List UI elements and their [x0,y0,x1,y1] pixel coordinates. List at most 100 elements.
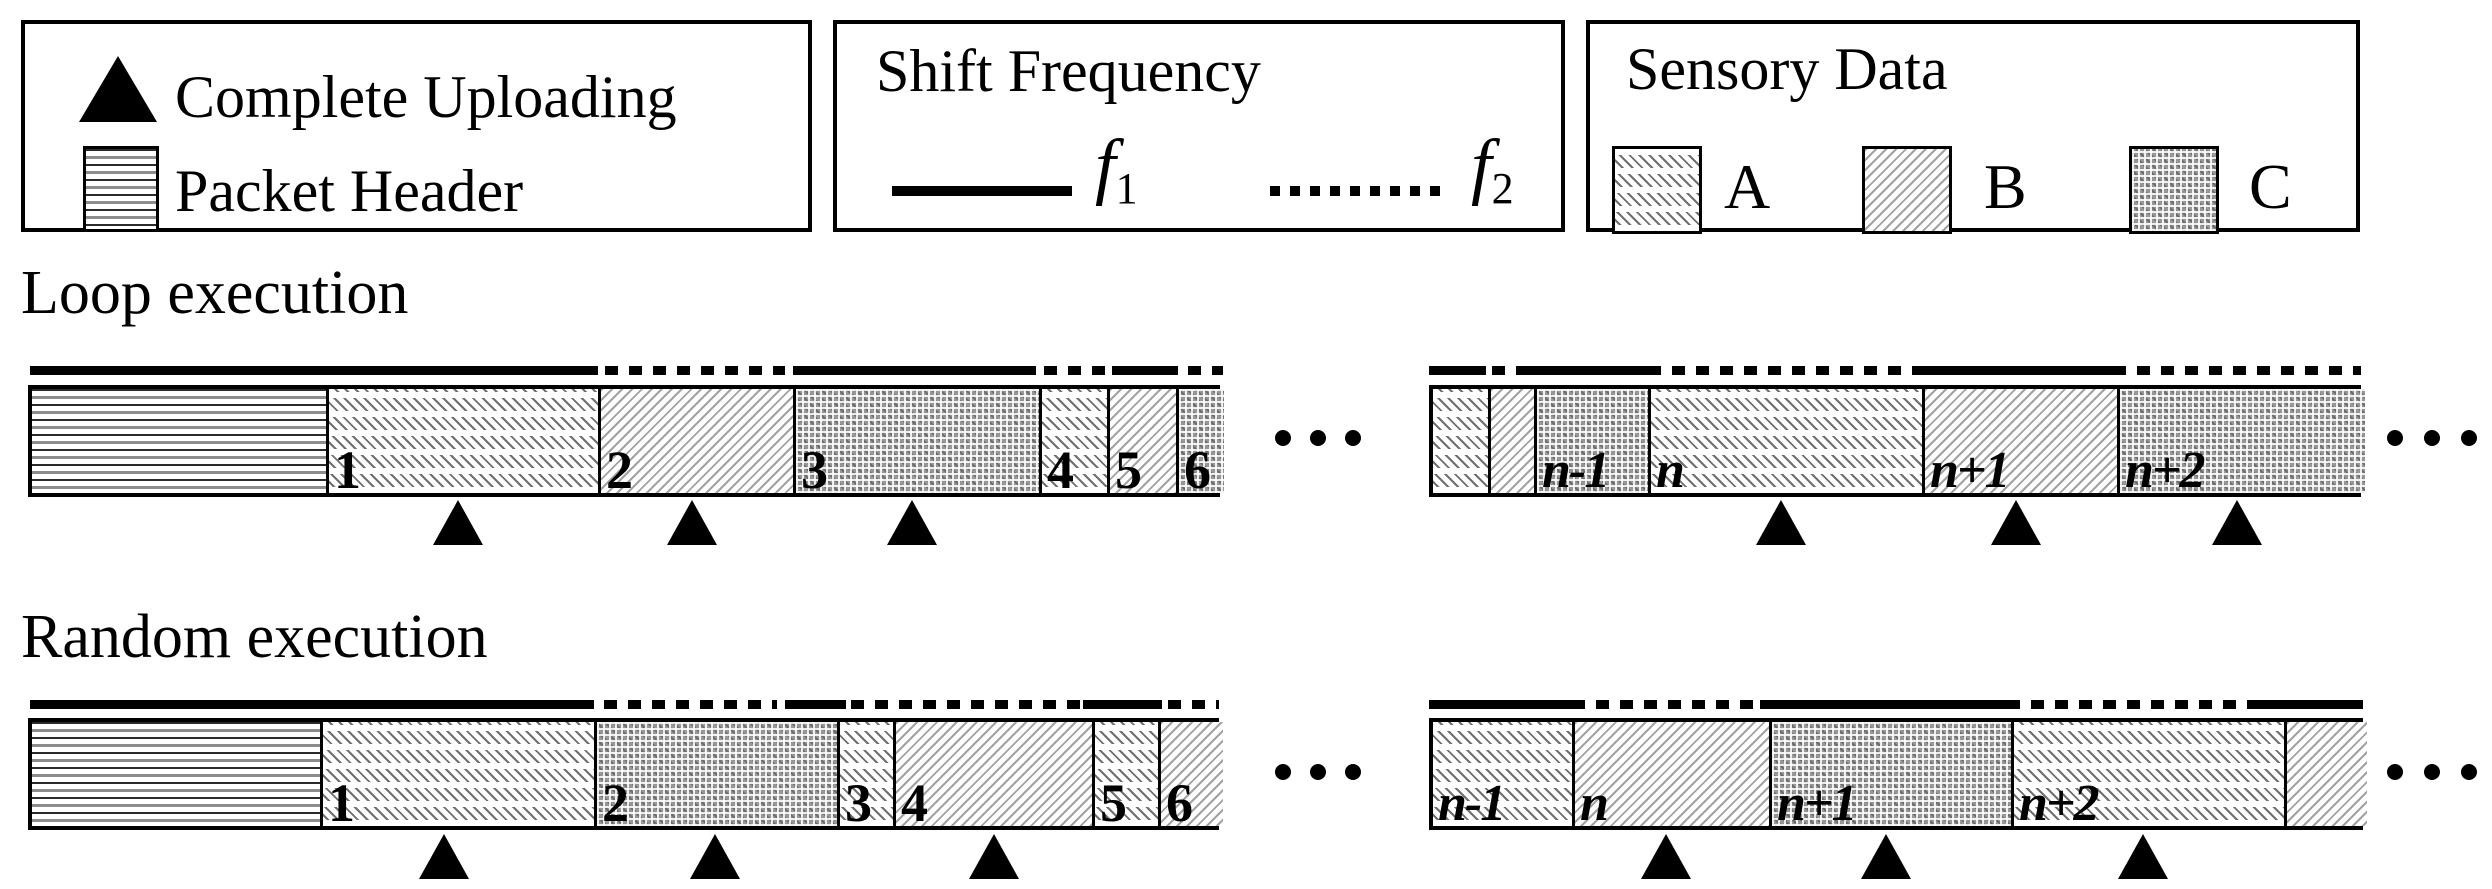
frequency-line-segment-f1 [793,366,1036,375]
frequency-line-segment-f1 [1112,366,1178,375]
f2-subscript: 2 [1491,164,1514,213]
segment-label: 5 [1100,773,1127,833]
frequency-line-segment-f1 [1760,700,2007,709]
ellipsis-dot [1345,764,1361,780]
segment-label: n-1 [1542,442,1610,499]
data-segment-4: 4 [1039,389,1107,497]
data-segment-3: 3 [793,389,1039,497]
f2-dotted-line-icon [1270,186,1446,196]
frequency-line-segment-f2 [2007,700,2258,709]
f1-label: f1 [1095,125,1138,213]
sensory-c-swatch-icon [2129,146,2219,234]
segment-label: 2 [602,773,629,833]
frequency-line-segment-f1 [2258,700,2363,709]
segment-label: 4 [901,773,928,833]
segment-label: n [1580,775,1609,832]
ellipsis-dot [1310,430,1326,446]
packet-header-segment [32,389,326,493]
frequency-line-segment-f1 [1429,700,1572,709]
frequency-line-segment-f2 [605,366,785,375]
legend-box-sensory-data: Sensory Data A B C [1586,20,2360,234]
segment-label: 6 [1184,440,1211,500]
data-segment-1: 1 [320,722,594,830]
segment-label: 1 [328,773,355,833]
complete-upload-triangle-icon [1991,500,2041,545]
data-segment-n: n [1572,722,1769,830]
legend-packet-header-label: Packet Header [175,158,524,224]
ellipsis-dot [2461,764,2477,780]
complete-upload-triangle-icon [887,500,937,545]
data-segment-3: 3 [837,722,893,830]
packet-header-swatch-icon [83,146,159,232]
complete-upload-triangle-icon [1756,500,1806,545]
frequency-line-segment-f2 [1044,366,1108,375]
frequency-line-segment-f2 [1492,366,1528,375]
data-segment-2: 2 [594,722,837,830]
segment-label: n+2 [2125,442,2206,499]
sensory-a-swatch-icon [1612,146,1702,234]
frequency-line-segment-f1 [1528,366,1648,375]
ellipsis-dot [1275,430,1291,446]
f2-label: f2 [1471,125,1514,213]
complete-upload-triangle-icon [79,56,157,122]
frequency-line-segment-f1 [30,700,594,709]
frequency-line-segment-f2 [604,700,777,709]
legend-box-markers: Complete Uploading Packet Header [21,20,812,232]
sensory-c-label: C [2249,151,2292,222]
frequency-line-segment-f1 [1429,366,1486,375]
segment-label: 6 [1166,773,1193,833]
f1-symbol: f [1095,125,1116,207]
ellipsis-dot [1310,764,1326,780]
complete-upload-triangle-icon [2212,500,2262,545]
data-segment-n+1: n+1 [1922,389,2117,497]
frequency-line-segment-f2 [851,700,1083,709]
f1-solid-line-icon [892,186,1072,196]
frequency-line-segment-f1 [1918,366,2113,375]
frequency-line-segment-f2 [1168,700,1219,709]
legend-box-shift-frequency: Shift Frequency f1 f2 [833,20,1565,232]
segment-label: n+1 [1777,775,1858,832]
segment-label: n+1 [1930,442,2011,499]
data-segment-n-1: n-1 [1433,722,1572,830]
frequency-line-segment-f1 [785,700,846,709]
legend-sensory-data-title: Sensory Data [1626,36,1948,102]
complete-upload-triangle-icon [1861,834,1911,879]
ellipsis-dot [1275,764,1291,780]
ellipsis-dot [1345,430,1361,446]
random-execution-title: Random execution [21,603,488,671]
f2-symbol: f [1471,125,1492,207]
data-segment-n+2: n+2 [2011,722,2284,830]
f1-subscript: 1 [1115,164,1138,213]
frequency-line-segment-f2 [1648,366,1918,375]
complete-upload-triangle-icon [433,500,483,545]
frequency-line-segment-f2 [2113,366,2361,375]
legend-complete-uploading-label: Complete Uploading [175,64,677,130]
segment-label: 1 [334,440,361,500]
complete-upload-triangle-icon [1641,834,1691,879]
ellipsis-dot [2424,764,2440,780]
data-segment-B [2284,722,2367,826]
data-segment-6: 6 [1158,722,1223,830]
data-segment-6: 6 [1176,389,1224,497]
ellipsis-dot [2387,430,2403,446]
data-segment-n: n [1648,389,1922,497]
data-segment-5: 5 [1092,722,1158,830]
frequency-line-segment-f1 [30,366,598,375]
complete-upload-triangle-icon [419,834,469,879]
data-segment-2: 2 [598,389,793,497]
frequency-line-segment-f1 [1083,700,1162,709]
segment-label: 4 [1047,440,1074,500]
ellipsis-dot [2424,430,2440,446]
ellipsis-dot [2387,764,2403,780]
data-segment-n+1: n+1 [1769,722,2011,830]
data-segment-1: 1 [326,389,598,497]
frequency-line-segment-f2 [1572,700,1760,709]
data-segment-4: 4 [893,722,1092,830]
complete-upload-triangle-icon [667,500,717,545]
segment-label: n+2 [2019,775,2100,832]
data-segment-B [1488,389,1534,493]
